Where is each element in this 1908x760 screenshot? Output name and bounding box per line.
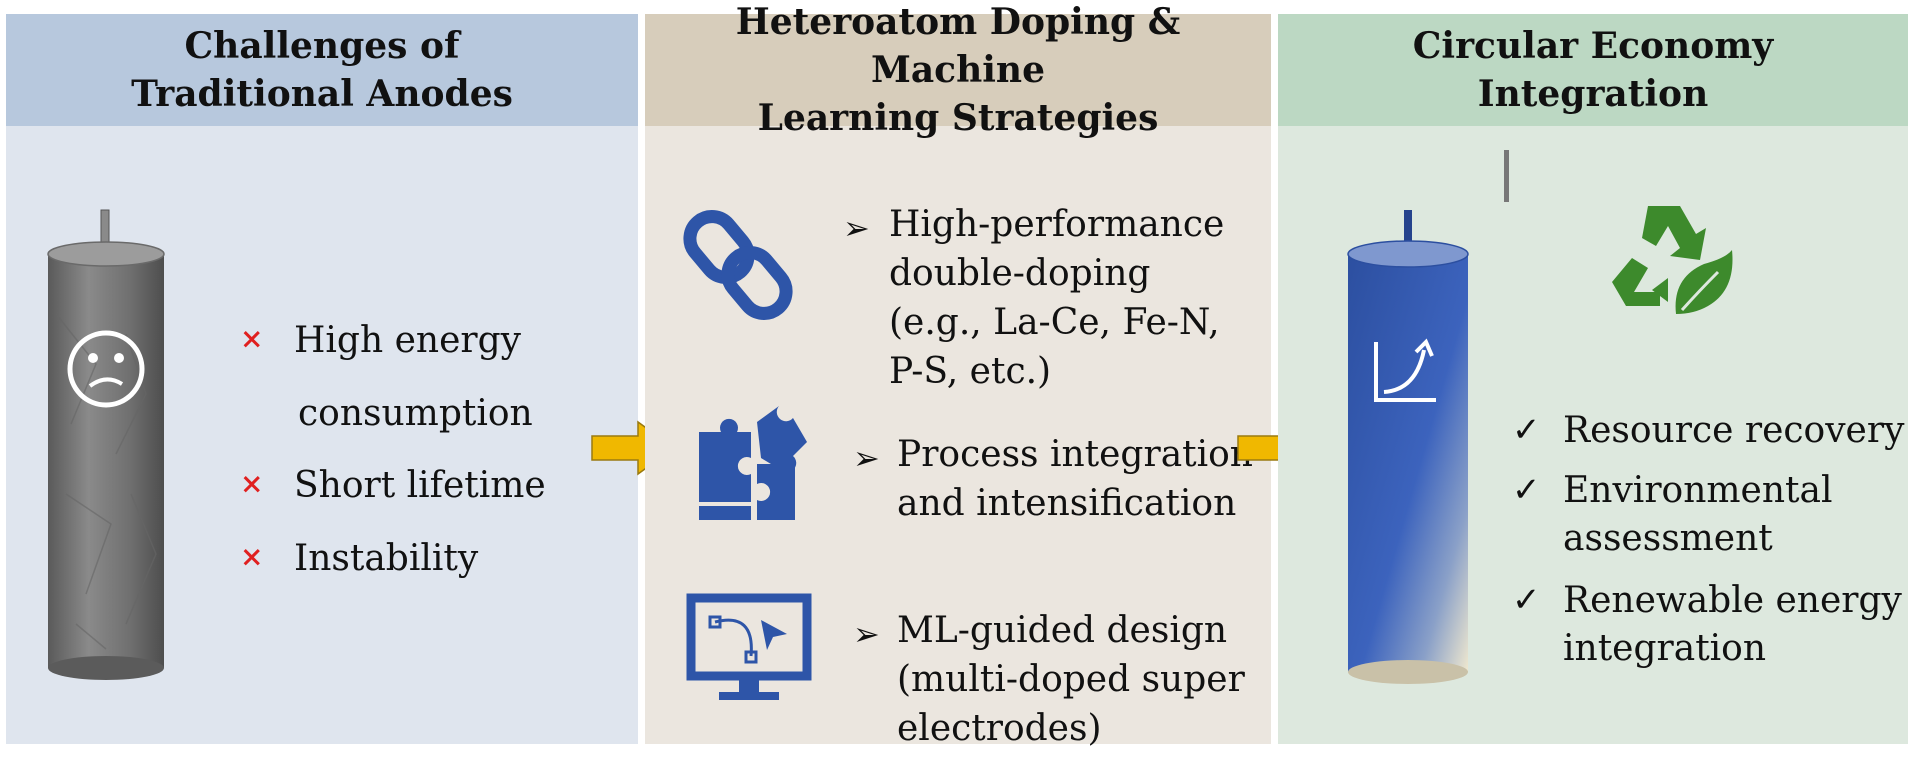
panel-title: Challenges of Traditional Anodes: [6, 14, 638, 126]
check-icon: ✓: [1512, 410, 1541, 450]
strategy-text: (multi-doped super: [897, 659, 1245, 700]
challenge-item: Short lifetime: [294, 465, 546, 506]
panel-title-line: Learning Strategies: [757, 97, 1159, 139]
check-icon: ✓: [1512, 580, 1541, 620]
x-mark-icon: ×: [240, 322, 264, 355]
panel-circular-economy: Circular Economy Integration: [1278, 14, 1908, 744]
strategy-text: double-doping: [889, 253, 1151, 294]
panel-title-line: Traditional Anodes: [131, 73, 513, 115]
puzzle-icon: [699, 406, 807, 520]
challenge-item: consumption: [298, 393, 533, 434]
strategy-text: electrodes): [897, 708, 1102, 749]
panel-title: Heteroatom Doping & Machine Learning Str…: [645, 1, 1271, 139]
panel-strategies: Heteroatom Doping & Machine Learning Str…: [645, 1, 1271, 749]
panel-challenges: Challenges of Traditional Anodes × High …: [6, 14, 638, 744]
x-mark-icon: ×: [240, 540, 264, 573]
economy-item: Resource recovery: [1563, 410, 1905, 451]
economy-item: integration: [1563, 628, 1767, 669]
economy-item: Environmental: [1563, 470, 1833, 511]
panel-title: Circular Economy Integration: [1278, 14, 1908, 126]
check-icon: ✓: [1512, 470, 1541, 510]
divider-mark: [1504, 150, 1509, 202]
panel-title-line: Heteroatom Doping & Machine: [735, 1, 1181, 91]
sad-face-icon: [67, 330, 145, 408]
strategy-text: and intensification: [897, 483, 1237, 524]
strategy-bullet: ➢: [853, 439, 880, 477]
strategy-text: High-performance: [889, 204, 1225, 245]
recycle-leaf-icon: [1612, 206, 1733, 314]
blue-anode-cylinder-icon: [1347, 210, 1469, 684]
economy-item: assessment: [1563, 518, 1773, 559]
strategy-text: (e.g., La-Ce, Fe-N,: [889, 302, 1220, 343]
x-mark-icon: ×: [240, 467, 264, 500]
panel-title-line: Challenges of: [184, 25, 460, 67]
strategy-bullet: ➢: [853, 615, 880, 653]
panel-title-line: Integration: [1477, 73, 1709, 115]
gray-anode-cylinder-icon: [47, 209, 165, 680]
strategy-text: ML-guided design: [897, 610, 1228, 651]
economy-item: Renewable energy: [1563, 580, 1902, 621]
strategy-bullet: ➢: [843, 209, 870, 247]
panel-title-line: Circular Economy: [1412, 25, 1774, 67]
challenge-item: High energy: [294, 320, 521, 361]
growth-chart-icon: [1374, 338, 1436, 402]
strategy-text: P-S, etc.): [889, 351, 1052, 392]
strategy-text: Process integration: [897, 434, 1253, 475]
chain-link-icon: [683, 210, 793, 320]
challenge-item: Instability: [294, 538, 479, 579]
monitor-design-icon: [686, 593, 812, 700]
